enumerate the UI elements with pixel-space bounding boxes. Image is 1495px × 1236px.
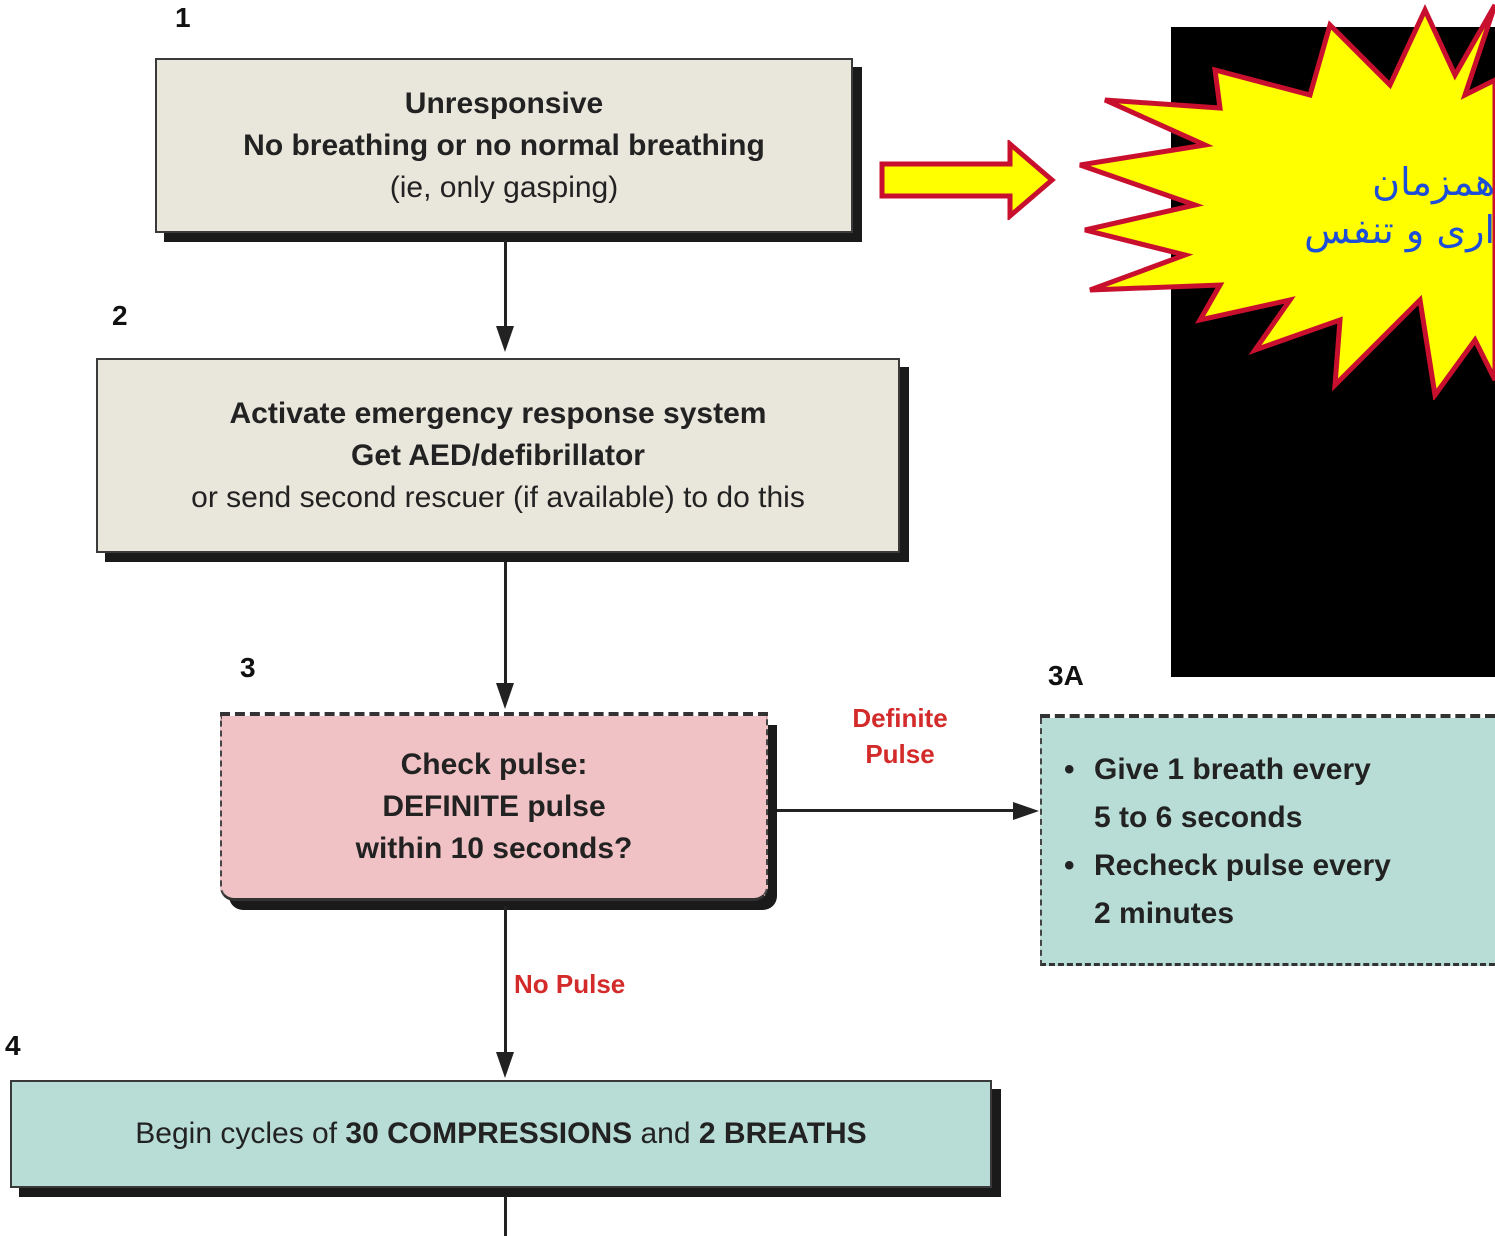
step-4-text-breaths: 2 BREATHS — [698, 1117, 867, 1150]
arrowhead-1-2 — [496, 326, 514, 352]
step-3-line-3: within 10 seconds? — [355, 832, 633, 865]
step-4-text-compressions: 30 COMPRESSIONS — [345, 1117, 633, 1150]
step-3a-bullet-list: • Give 1 breath every 5 to 6 seconds • Rec… — [1064, 745, 1391, 937]
step-4-box: Begin cycles of 30 COMPRESSIONS and 2 BR… — [10, 1080, 992, 1188]
step-1-line-2: No breathing or no normal breathing — [243, 128, 765, 162]
bullet-icon: • — [1064, 752, 1075, 786]
step-3a-bullet-2-line-1: Recheck pulse every — [1094, 848, 1391, 882]
bullet-icon: • — [1064, 848, 1075, 882]
step-1-line-3: (ie, only gasping) — [389, 170, 619, 204]
arrowhead-3-3a — [1013, 802, 1039, 820]
step-4-text-mid: and — [632, 1117, 699, 1150]
definite-pulse-label-line-1: Definite — [852, 703, 948, 733]
step-2-line-3: or send second rescuer (if available) to… — [191, 480, 805, 514]
step-3-line-2: DEFINITE pulse — [382, 790, 606, 823]
step-2-line-2: Get AED/defibrillator — [351, 438, 645, 472]
connector-3-4 — [504, 906, 507, 1056]
step-3a-bullet-2-line-2: 2 minutes — [1094, 896, 1235, 930]
connector-3-3a — [777, 809, 1017, 812]
step-3-dashed-top — [220, 712, 768, 717]
step-1-number: 1 — [175, 2, 191, 33]
step-1-box: Unresponsive No breathing or no normal b… — [155, 58, 853, 233]
step-4-text-prefix: Begin cycles of — [135, 1117, 346, 1150]
step-3a-number: 3A — [1048, 660, 1084, 691]
step-3a-bullet-1-line-1: Give 1 breath every — [1094, 752, 1371, 786]
step-3a-bullet-2: • Recheck pulse every 2 minutes — [1064, 841, 1391, 937]
right-arrow-icon — [879, 140, 1056, 220]
step-4-number: 4 — [5, 1030, 21, 1061]
arrowhead-3-4 — [496, 1052, 514, 1078]
step-3-line-1: Check pulse: — [400, 748, 588, 781]
definite-pulse-label: Definite Pulse — [810, 700, 990, 772]
no-pulse-label: No Pulse — [514, 969, 626, 999]
step-3-box: Check pulse: DEFINITE pulse within 10 se… — [220, 716, 768, 901]
step-1-line-1: Unresponsive — [404, 86, 604, 120]
step-3-number: 3 — [240, 652, 256, 683]
callout-text-line2: اری و تنفس — [1304, 208, 1495, 252]
definite-pulse-label-line-2: Pulse — [865, 739, 935, 769]
step-3a-box: • Give 1 breath every 5 to 6 seconds • Rec… — [1040, 718, 1495, 966]
starburst-callout — [1079, 3, 1495, 400]
step-2-number: 2 — [112, 300, 128, 331]
step-2-box: Activate emergency response system Get A… — [96, 358, 900, 553]
connector-4-next — [504, 1196, 507, 1236]
callout-text-line1: همزمان — [1372, 160, 1495, 204]
step-3a-dashed-top — [1040, 714, 1495, 719]
connector-1-2 — [504, 240, 507, 330]
connector-2-3 — [504, 562, 507, 686]
step-3a-bullet-1: • Give 1 breath every 5 to 6 seconds — [1064, 745, 1391, 841]
starburst-shape — [1079, 3, 1495, 400]
step-3a-bullet-1-line-2: 5 to 6 seconds — [1094, 800, 1303, 834]
step-2-line-1: Activate emergency response system — [229, 396, 767, 430]
arrowhead-2-3 — [496, 683, 514, 709]
